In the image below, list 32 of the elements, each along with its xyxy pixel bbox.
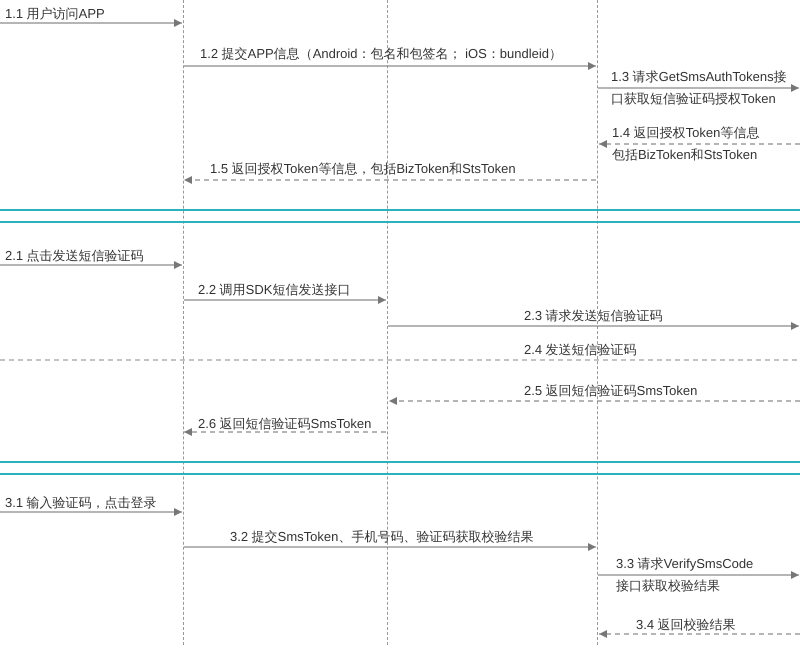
lifeline — [597, 0, 598, 645]
edge-label: 3.1 输入验证码，点击登录 — [5, 495, 157, 511]
message-arrow — [599, 630, 800, 638]
message-arrow — [184, 543, 596, 551]
message-arrow — [184, 176, 596, 184]
edge-label: 1.5 返回授权Token等信息，包括BizToken和StsToken — [210, 161, 516, 177]
edge-label: 2.5 返回短信验证码SmsToken — [524, 383, 698, 399]
edge-label: 1.1 用户访问APP — [5, 6, 105, 22]
edge-label: 3.3 请求VerifySmsCode接口获取校验结果 — [616, 555, 754, 595]
message-arrow — [598, 571, 799, 579]
message-arrow — [0, 261, 182, 269]
message-arrow — [388, 322, 799, 330]
message-arrow — [389, 397, 800, 405]
message-label: 2.4 发送短信验证码 — [524, 342, 637, 358]
edge-label: 2.2 调用SDK短信发送接口 — [198, 282, 350, 298]
lifeline — [387, 0, 388, 645]
edge-label: 2.3 请求发送短信验证码 — [524, 308, 663, 324]
message-arrow — [184, 428, 386, 436]
edge-label: 1.3 请求GetSmsAuthTokens接口获取短信验证码授权Token — [611, 68, 788, 108]
message-arrow — [598, 84, 799, 92]
message-arrow — [184, 296, 386, 304]
edge-label: 1.4 返回授权Token等信息包括BizToken和StsToken — [612, 124, 760, 164]
edge-label: 1.2 提交APP信息（Android：包名和包签名； iOS：bundleid） — [200, 46, 562, 62]
message-arrow — [0, 508, 182, 516]
edge-label: 2.1 点击发送短信验证码 — [5, 248, 144, 264]
edge-label: 3.4 返回校验结果 — [636, 617, 736, 633]
edge-label: 2.6 返回短信验证码SmsToken — [198, 416, 372, 432]
edge-label: 3.2 提交SmsToken、手机号码、验证码获取校验结果 — [230, 529, 534, 545]
message-arrow — [184, 62, 596, 70]
lifeline — [183, 0, 184, 645]
message-arrow — [599, 140, 800, 148]
message-arrow — [0, 19, 182, 27]
